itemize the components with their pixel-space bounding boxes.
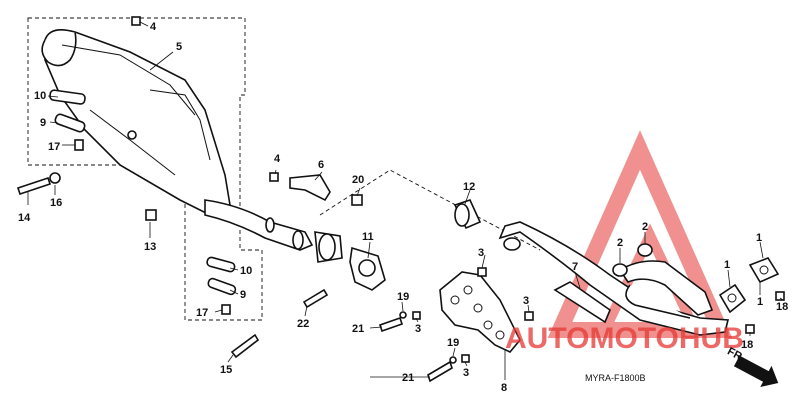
callout-9: 9 <box>240 289 246 301</box>
hardware <box>16 16 785 383</box>
callout-11: 11 <box>362 231 374 243</box>
callout-22: 22 <box>297 318 309 330</box>
callout-7: 7 <box>572 261 578 273</box>
exhaust-flanges <box>718 257 780 314</box>
callout-21: 21 <box>402 372 414 384</box>
clamp-joint <box>314 231 386 291</box>
callout-12: 12 <box>463 181 475 193</box>
callout-4: 4 <box>274 153 281 165</box>
callout-3: 3 <box>478 247 484 259</box>
callout-8: 8 <box>501 382 507 394</box>
diagram-code: MYRA-F1800B <box>585 373 646 383</box>
callout-3: 3 <box>523 295 529 307</box>
callout-1: 1 <box>757 296 763 308</box>
callout-3: 3 <box>415 323 421 335</box>
muffler <box>41 29 231 216</box>
callout-6: 6 <box>318 159 324 171</box>
callout-16: 16 <box>50 197 62 209</box>
callout-19: 19 <box>397 291 409 303</box>
callout-2: 2 <box>642 221 648 233</box>
exhaust-pipe <box>498 221 730 336</box>
gasket-sleeve <box>453 199 482 230</box>
mounting-bracket <box>439 271 521 353</box>
callout-2: 2 <box>617 237 623 249</box>
callout-18: 18 <box>776 301 788 313</box>
callout-21: 21 <box>352 323 364 335</box>
callout-19: 19 <box>447 337 459 349</box>
callout-17: 17 <box>48 141 60 153</box>
callout-14: 14 <box>18 212 31 224</box>
front-direction-arrow <box>733 355 779 388</box>
callout-10: 10 <box>34 90 46 102</box>
callout-labels: 4 5 10 9 17 14 16 13 4 6 20 12 11 10 9 1… <box>18 21 788 394</box>
connecting-pipe <box>204 199 314 251</box>
callout-9: 9 <box>40 117 46 129</box>
assembly-boxes <box>27 17 541 321</box>
watermark-text: AUTOMOTOHUB <box>505 322 744 355</box>
callout-13: 13 <box>144 241 156 253</box>
leader-lines <box>27 21 784 380</box>
heat-protector <box>553 281 611 324</box>
callout-5: 5 <box>176 41 182 53</box>
callout-10: 10 <box>240 265 252 277</box>
callout-18: 18 <box>741 339 753 351</box>
callout-17: 17 <box>196 307 208 319</box>
callout-15: 15 <box>220 364 232 376</box>
callout-1: 1 <box>756 232 762 244</box>
callout-20: 20 <box>352 174 364 186</box>
callout-4: 4 <box>150 21 157 33</box>
gaskets <box>612 243 653 277</box>
callout-3: 3 <box>463 367 469 379</box>
callout-1: 1 <box>724 259 730 271</box>
